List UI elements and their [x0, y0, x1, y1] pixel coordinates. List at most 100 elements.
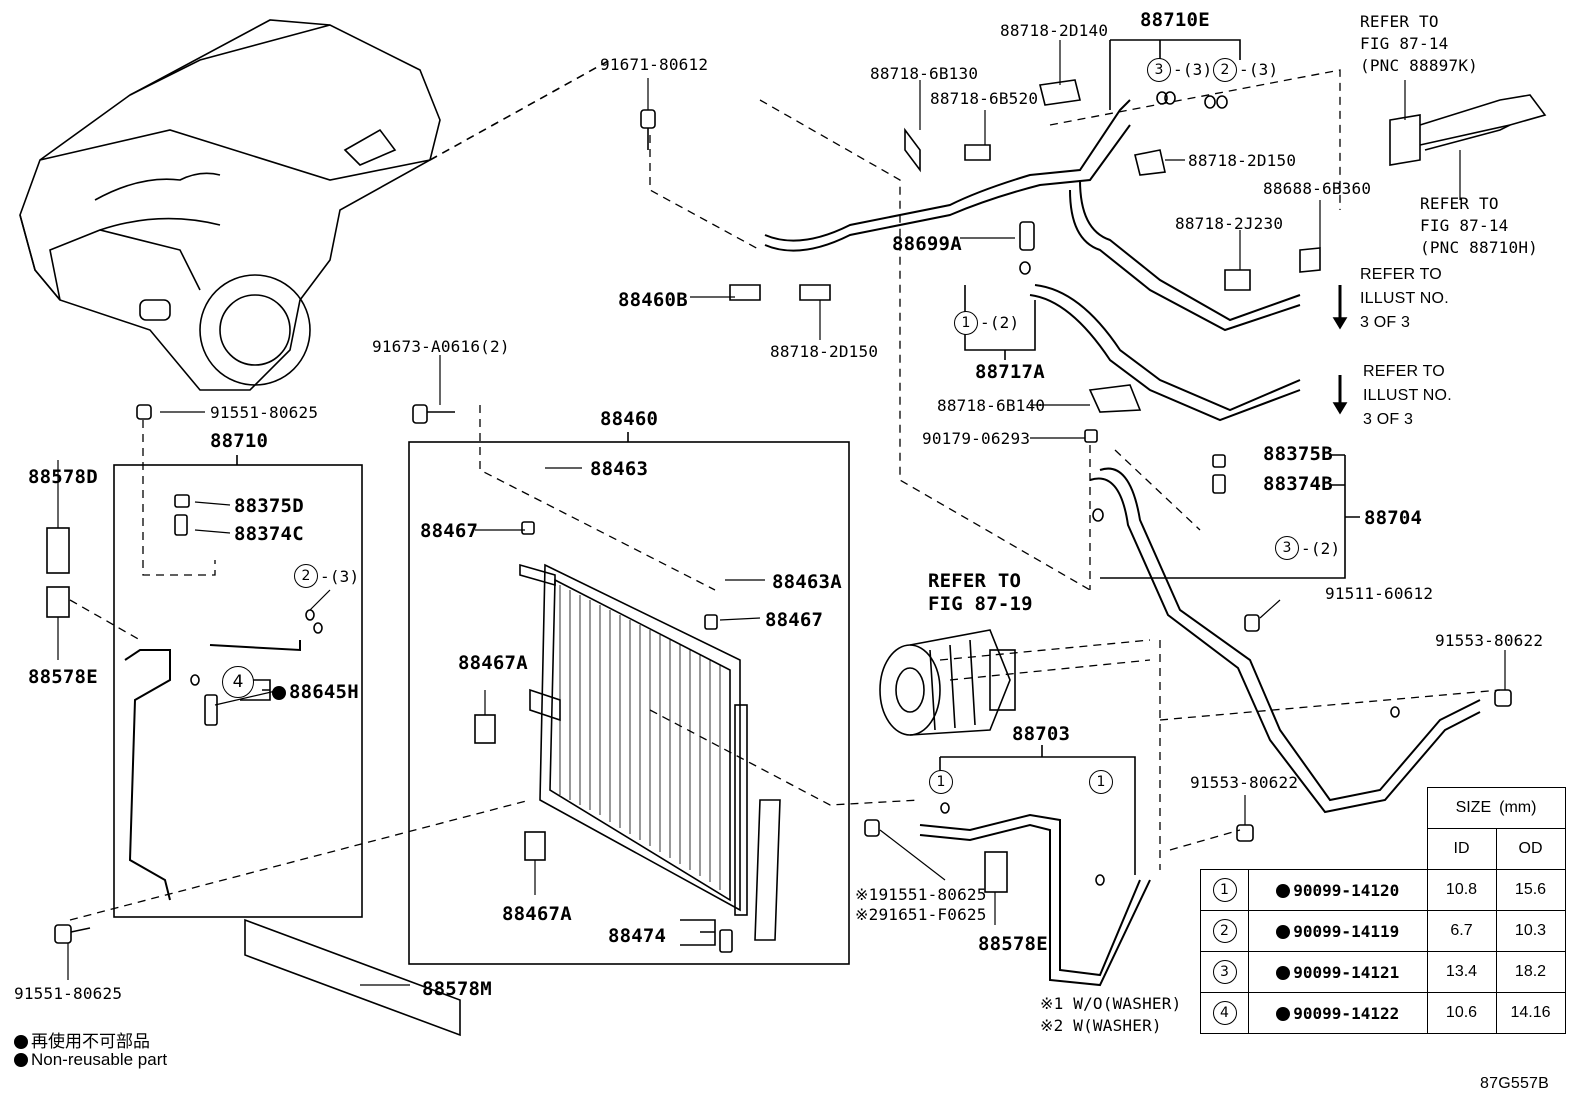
part-88703: 88703 [1012, 723, 1071, 745]
refer-note: REFER TO [1360, 12, 1439, 31]
part-88467: 88467 [420, 520, 479, 542]
legend-en-text: Non-reusable part [31, 1050, 168, 1069]
part-88704: 88704 [1364, 507, 1423, 529]
refer-note: (PNC 88710H) [1420, 238, 1538, 257]
oring-size-table: SIZE (mm) ID OD 1 90099-14120 10.8 15.6 … [1200, 787, 1566, 1034]
non-reusable-dot-icon [272, 686, 286, 700]
part-90179-06293: 90179-06293 [922, 429, 1031, 448]
figure-code: 87G557B [1480, 1075, 1550, 1092]
id-value: 10.6 [1426, 992, 1497, 1034]
table-row: 3 90099-14121 13.4 18.2 [1200, 951, 1566, 993]
oring-qty: -(3) [1173, 60, 1213, 79]
part-88374C: 88374C [234, 523, 304, 545]
part-91553-80622: 91553-80622 [1435, 631, 1544, 650]
refer-note: (PNC 88897K) [1360, 56, 1478, 75]
part-91551-80625: 91551-80625 [210, 403, 319, 422]
row-number: 2 [1212, 919, 1237, 943]
oring-callout-2: 2 [1213, 58, 1237, 82]
condenser-illustration [519, 563, 781, 941]
refer-note: ILLUST NO. [1360, 290, 1449, 307]
id-column-header: ID [1426, 828, 1497, 870]
part-88718-2D140: 88718-2D140 [1000, 21, 1109, 40]
part-88718-2D150: 88718-2D150 [770, 342, 879, 361]
part-88718-6B140: 88718-6B140 [937, 396, 1046, 415]
refer-note: REFER TO [1360, 266, 1442, 283]
od-value: 18.2 [1495, 951, 1566, 993]
refer-note: FIG 87-14 [1360, 34, 1449, 53]
oring-callout-1: 1 [954, 311, 978, 335]
part-88717A: 88717A [975, 361, 1045, 383]
oring-callout-3: 3 [1147, 58, 1171, 82]
part-number: 90099-14121 [1293, 962, 1400, 982]
part-88718-6B130: 88718-6B130 [870, 64, 979, 83]
oring-qty: -(2) [1301, 539, 1341, 558]
od-value: 10.3 [1495, 910, 1566, 952]
row-number: 1 [1212, 878, 1237, 902]
part-88467: 88467 [765, 609, 824, 631]
part-91651-F0625-note: ※291651-F0625 [855, 905, 987, 924]
oring-qty: -(3) [1239, 60, 1279, 79]
table-row: 1 90099-14120 10.8 15.6 [1200, 869, 1566, 911]
oring-callout-1: 1 [929, 770, 953, 794]
refer-note: FIG 87-14 [1420, 216, 1509, 235]
part-88578D: 88578D [28, 466, 98, 488]
od-value: 14.16 [1495, 992, 1566, 1034]
part-88374B: 88374B [1263, 473, 1333, 495]
part-88718-6B520: 88718-6B520 [930, 89, 1039, 108]
non-reusable-dot-icon [1276, 1006, 1291, 1021]
part-91551-80625-note: ※191551-80625 [855, 885, 987, 904]
part-88375B: 88375B [1263, 443, 1333, 465]
oring-qty: -(2) [980, 313, 1020, 332]
part-88578E: 88578E [978, 933, 1048, 955]
part-91553-80622: 91553-80622 [1190, 773, 1299, 792]
part-91511-60612: 91511-60612 [1325, 584, 1434, 603]
part-91671-80612: 91671-80612 [600, 55, 709, 74]
oring-qty: -(3) [320, 567, 360, 586]
refer-note: 3 OF 3 [1360, 314, 1411, 331]
part-88688-6B360: 88688-6B360 [1263, 179, 1372, 198]
part-88699A: 88699A [892, 233, 962, 255]
legend-jp-text: 再使用不可部品 [31, 1032, 150, 1051]
non-reusable-dot-icon [1276, 965, 1291, 980]
od-value: 15.6 [1495, 869, 1566, 911]
id-value: 13.4 [1426, 951, 1497, 993]
part-88710: 88710 [210, 430, 269, 452]
part-88578E: 88578E [28, 666, 98, 688]
part-88718-2J230: 88718-2J230 [1175, 214, 1284, 233]
vehicle-illustration [19, 19, 611, 391]
od-column-header: OD [1495, 828, 1566, 870]
box-88710 [113, 464, 363, 918]
non-reusable-dot-icon [14, 1035, 28, 1049]
refer-note: REFER TO [1420, 194, 1499, 213]
part-number: 90099-14119 [1293, 921, 1400, 941]
part-88645H: 88645H [272, 681, 359, 703]
oring-callout-3: 3 [1275, 536, 1299, 560]
part-88375D: 88375D [234, 495, 304, 517]
part-88463A: 88463A [772, 571, 842, 593]
table-row: 4 90099-14122 10.6 14.16 [1200, 992, 1566, 1034]
compressor-illustration [879, 629, 1016, 736]
row-number: 3 [1212, 960, 1237, 984]
legend-jp: 再使用不可部品 [14, 1027, 150, 1052]
refer-note: FIG 87-19 [928, 593, 1033, 615]
table-row: 2 90099-14119 6.7 10.3 [1200, 910, 1566, 952]
oring-callout-2: 2 [294, 564, 318, 588]
part-88467A: 88467A [502, 903, 572, 925]
row-number: 4 [1212, 1001, 1237, 1025]
id-value: 10.8 [1426, 869, 1497, 911]
non-reusable-dot-icon [14, 1053, 28, 1067]
part-88460B: 88460B [618, 289, 688, 311]
part-88460: 88460 [600, 408, 659, 430]
part-88463: 88463 [590, 458, 649, 480]
part-88718-2D150: 88718-2D150 [1188, 151, 1297, 170]
non-reusable-dot-icon [1276, 924, 1291, 939]
part-91551-80625: 91551-80625 [14, 984, 123, 1003]
part-91673-A0616: 91673-A0616(2) [372, 337, 510, 356]
washer-note: ※1 W/O(WASHER) [1040, 994, 1182, 1013]
oring-callout-1: 1 [1089, 770, 1113, 794]
legend-en: Non-reusable part [14, 1050, 167, 1070]
refer-note: 3 OF 3 [1363, 411, 1414, 428]
part-88467A: 88467A [458, 652, 528, 674]
part-88578M: 88578M [422, 978, 492, 1000]
